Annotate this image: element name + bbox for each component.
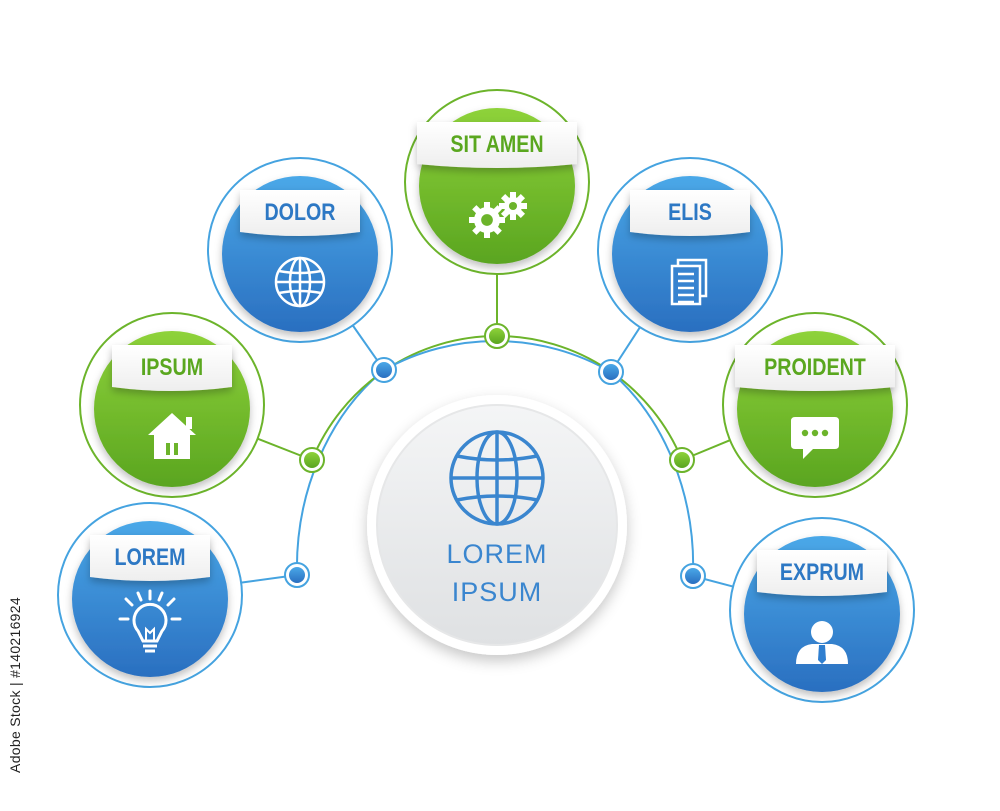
center-title-line2: IPSUM: [452, 577, 543, 607]
connector-dot-sit-amen: [484, 323, 510, 349]
node-label: IPSUM: [141, 353, 203, 380]
node-label: LOREM: [114, 543, 185, 570]
node-label-banner: [240, 190, 360, 236]
node-lorem[interactable]: LOREM: [57, 502, 243, 688]
connector-dot-lorem: [284, 562, 310, 588]
chat-bubble-icon: [791, 417, 839, 459]
node-label-banner: [630, 190, 750, 236]
connector-dot-elis: [598, 359, 624, 385]
stock-watermark: Adobe Stock | #140216924: [2, 570, 28, 800]
house-icon: [148, 413, 196, 459]
node-label-banner: [90, 535, 210, 581]
lightbulb-icon: [118, 589, 182, 653]
node-elis[interactable]: ELIS: [597, 157, 783, 343]
documents-icon: [670, 258, 708, 306]
node-sit-amen[interactable]: SIT AMEN: [404, 89, 590, 275]
node-dolor[interactable]: DOLOR: [207, 157, 393, 343]
node-label-banner: [735, 345, 895, 391]
node-label: EXPRUM: [780, 558, 864, 585]
node-label: ELIS: [668, 198, 712, 225]
connector-dot-ipsum: [299, 447, 325, 473]
node-ipsum[interactable]: IPSUM: [79, 312, 265, 498]
center-hub: LOREM IPSUM: [367, 395, 627, 655]
connector-dot-proident: [669, 447, 695, 473]
connector-dot-dolor: [371, 357, 397, 383]
center-title-line1: LOREM: [446, 539, 547, 569]
connector-dot-exprum: [680, 563, 706, 589]
gears-icon: [469, 192, 527, 238]
node-label: DOLOR: [264, 198, 335, 225]
user-icon: [796, 621, 848, 664]
node-label-banner: [757, 550, 887, 596]
node-group: LOREM IPSUM DOLOR SIT AMEN ELIS PROIDENT EXPRU…: [57, 89, 915, 703]
node-exprum[interactable]: EXPRUM: [729, 517, 915, 703]
watermark-text: Adobe Stock | #140216924: [7, 597, 23, 773]
node-label-banner: [112, 345, 232, 391]
node-proident[interactable]: PROIDENT: [722, 312, 908, 498]
node-label: SIT AMEN: [450, 130, 543, 157]
connector-dots: [284, 323, 706, 589]
globe-icon: [449, 430, 545, 526]
node-label-banner: [417, 122, 577, 168]
node-label: PROIDENT: [764, 353, 866, 380]
globe-icon: [274, 256, 326, 308]
